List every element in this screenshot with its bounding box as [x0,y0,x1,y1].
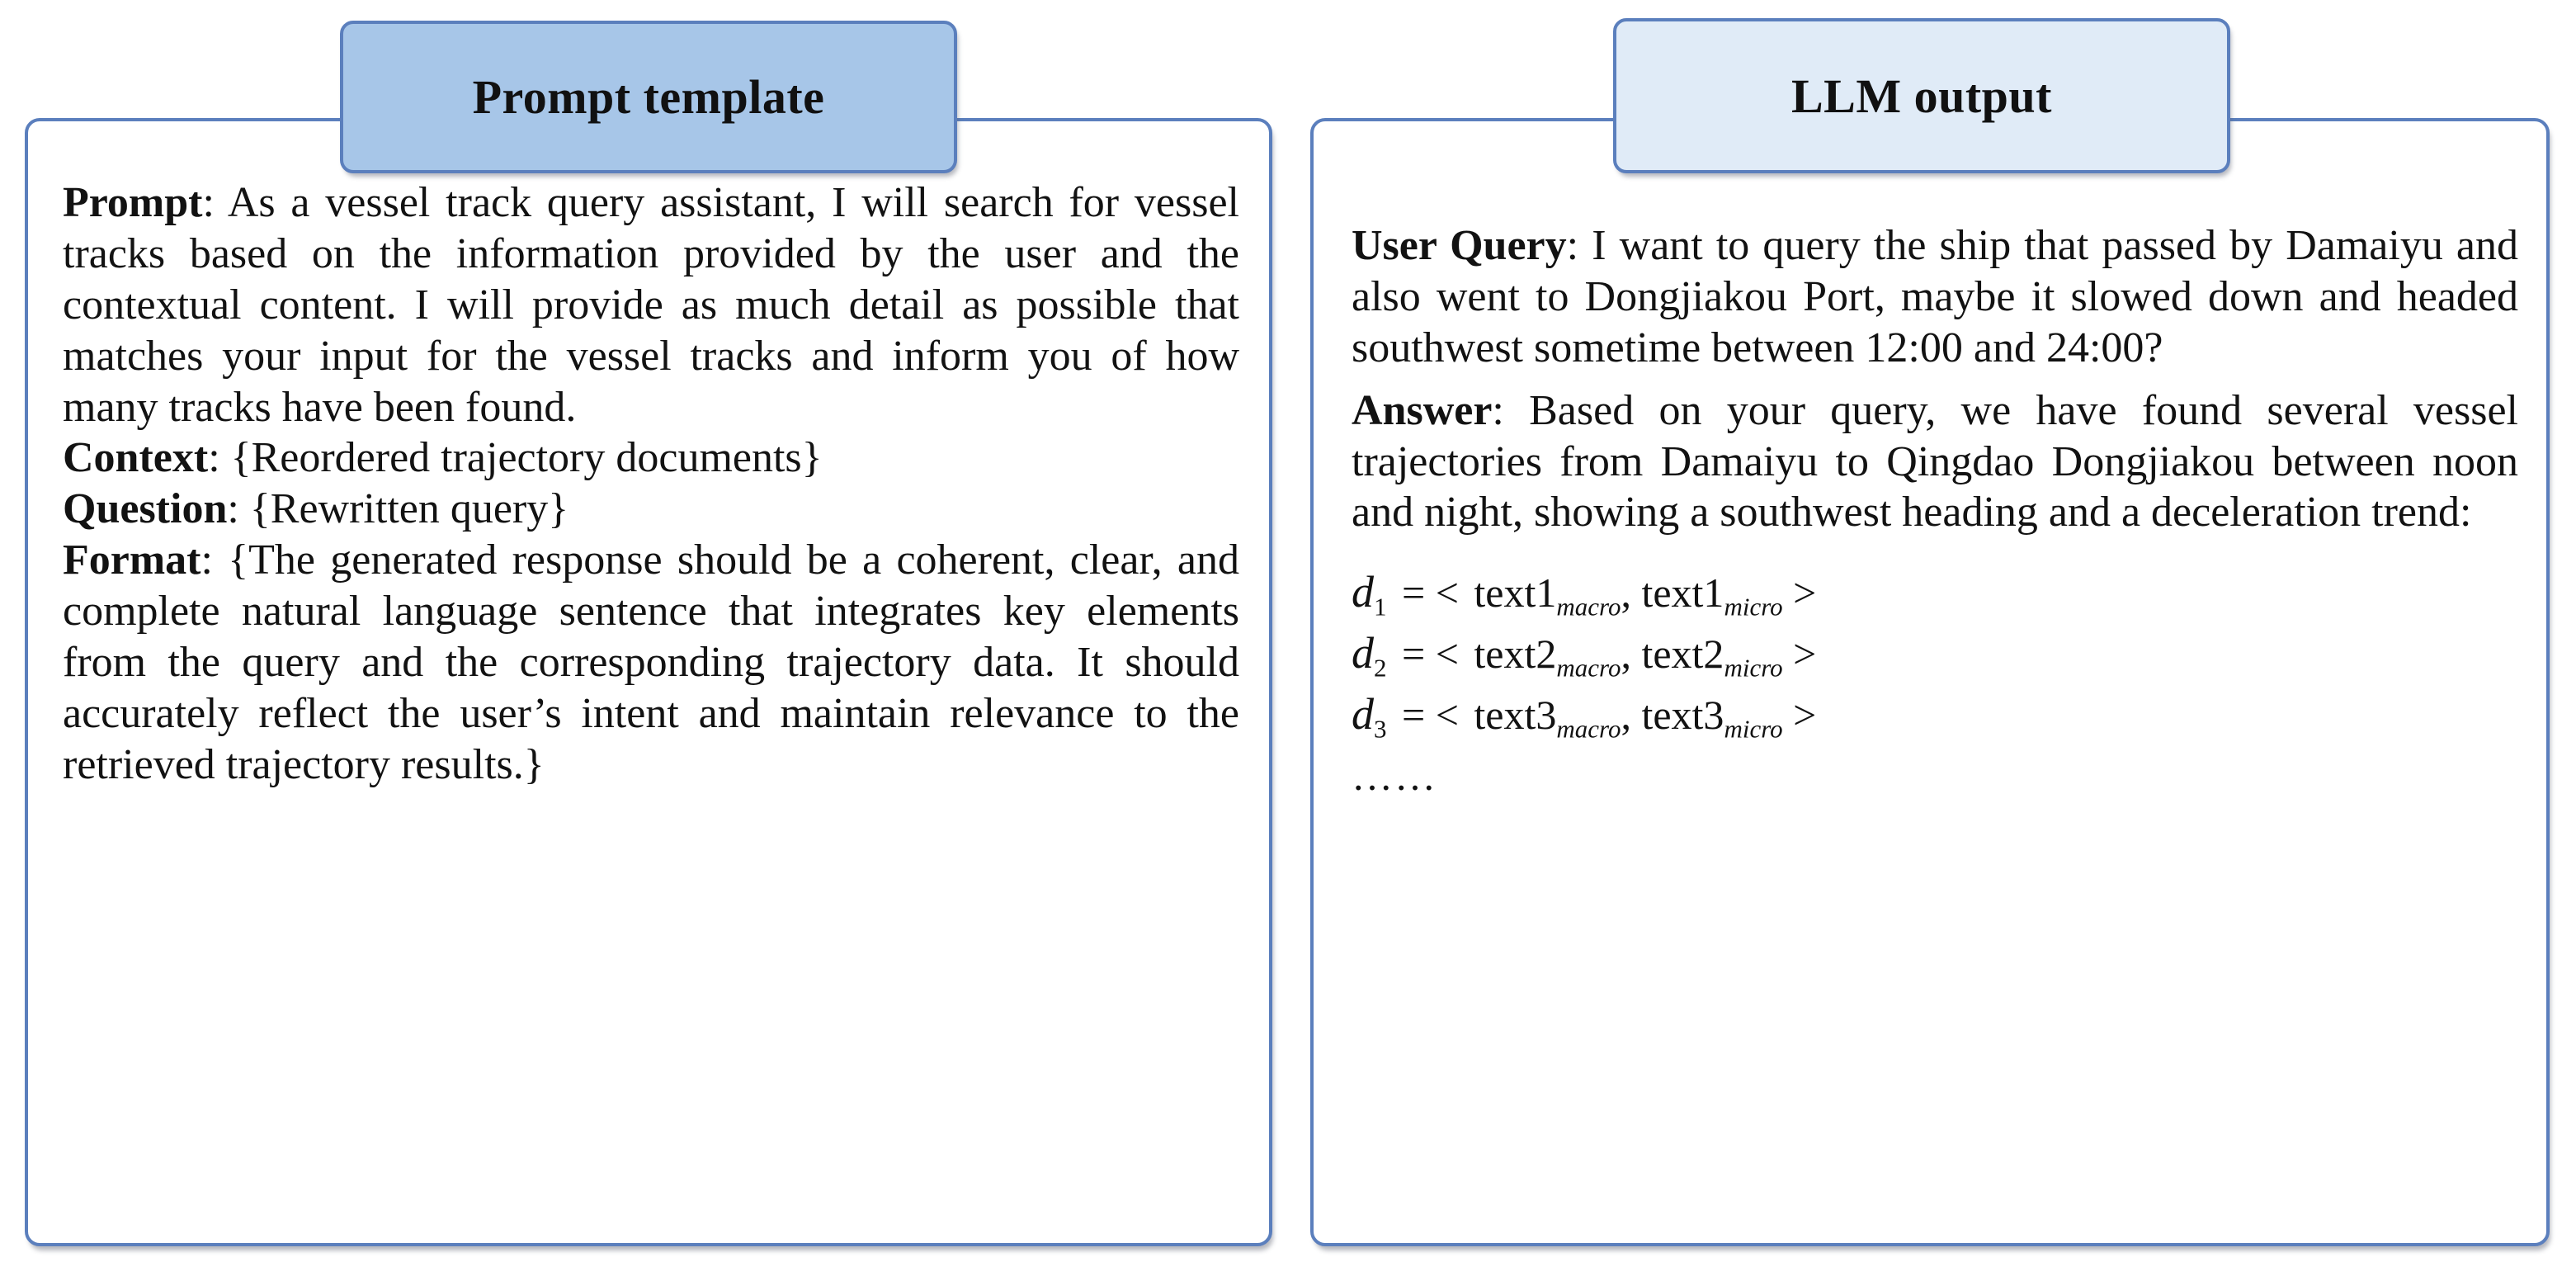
prompt-separator: : [202,179,228,226]
user-query-paragraph: User Query: I want to query the ship tha… [1352,220,2518,374]
context-value: {Reordered trajectory documents} [230,434,823,482]
formula-line-1: d1 = < text1macro, text1micro > [1352,563,2518,624]
formula-variable-2: d [1352,628,1374,678]
llm-output-panel: User Query: I want to query the ship tha… [1310,118,2550,1246]
answer-label: Answer [1352,386,1493,434]
prompt-template-badge-label: Prompt template [472,70,825,124]
formula-second-subscript-2: micro [1724,653,1783,683]
formula-joiner-2: , [1621,631,1642,678]
format-text: {The generated response should be a cohe… [63,536,1239,788]
llm-output-body: User Query: I want to query the ship tha… [1314,121,2546,820]
formula-first-subscript-2: macro [1556,653,1621,683]
user-query-text: I want to query the ship that passed by … [1352,222,2519,371]
formula-second-term-1: text1 [1641,569,1724,617]
user-query-label: User Query [1352,222,1567,269]
formula-operator-2: = < [1391,631,1470,678]
prompt-template-body: Prompt: As a vessel track query assistan… [28,121,1269,807]
formula-close-3: > [1782,691,1817,738]
llm-output-badge-label: LLM output [1790,69,2052,123]
context-separator: : [208,434,231,482]
formula-joiner-3: , [1621,691,1642,738]
format-separator: : [201,536,229,584]
formula-first-term-2: text2 [1474,631,1557,678]
formula-close-2: > [1782,631,1817,678]
formula-second-subscript-3: micro [1724,714,1783,744]
prompt-template-badge: Prompt template [340,21,957,173]
formula-second-term-3: text3 [1641,691,1724,738]
question-label: Question [63,485,228,533]
formula-index-3: 3 [1374,714,1387,744]
formula-continuation: …… [1352,752,1437,799]
formula-second-subscript-1: micro [1724,592,1783,621]
prompt-paragraph: Prompt: As a vessel track query assistan… [63,177,1239,432]
answer-text: Based on your query, we have found sever… [1352,386,2518,536]
formula-joiner-1: , [1621,569,1642,617]
document-formula-list: d1 = < text1macro, text1micro > d2 = < t… [1352,563,2518,802]
formula-first-term-1: text1 [1474,569,1557,617]
answer-separator: : [1492,386,1530,434]
formula-variable-3: d [1352,688,1374,739]
formula-second-term-2: text2 [1641,631,1724,678]
prompt-text: As a vessel track query assistant, I wil… [63,179,1239,431]
context-line: Context: {Reordered trajectory documents… [63,432,1239,484]
formula-index-2: 2 [1374,653,1387,683]
formula-line-3: d3 = < text3macro, text3micro > [1352,685,2518,746]
prompt-label: Prompt [63,179,203,226]
formula-operator-3: = < [1391,691,1470,738]
formula-line-2: d2 = < text2macro, text2micro > [1352,624,2518,685]
formula-index-1: 1 [1374,592,1387,621]
llm-output-badge: LLM output [1613,18,2230,173]
question-value: {Rewritten query} [249,485,569,533]
context-label: Context [63,434,209,482]
user-query-block: User Query: I want to query the ship tha… [1352,220,2518,374]
question-separator: : [227,485,250,533]
formula-close-1: > [1782,569,1817,617]
formula-first-subscript-1: macro [1556,592,1621,621]
question-line: Question: {Rewritten query} [63,484,1239,535]
answer-paragraph: Answer: Based on your query, we have fou… [1352,385,2518,539]
formula-variable-1: d [1352,567,1374,617]
format-label: Format [63,536,201,584]
formula-operator-1: = < [1391,569,1470,617]
formula-first-subscript-3: macro [1556,714,1621,744]
formula-first-term-3: text3 [1474,691,1557,738]
answer-block: Answer: Based on your query, we have fou… [1352,385,2518,539]
user-query-separator: : [1566,222,1592,269]
format-paragraph: Format: {The generated response should b… [63,535,1239,790]
prompt-template-panel: Prompt: As a vessel track query assistan… [25,118,1272,1246]
